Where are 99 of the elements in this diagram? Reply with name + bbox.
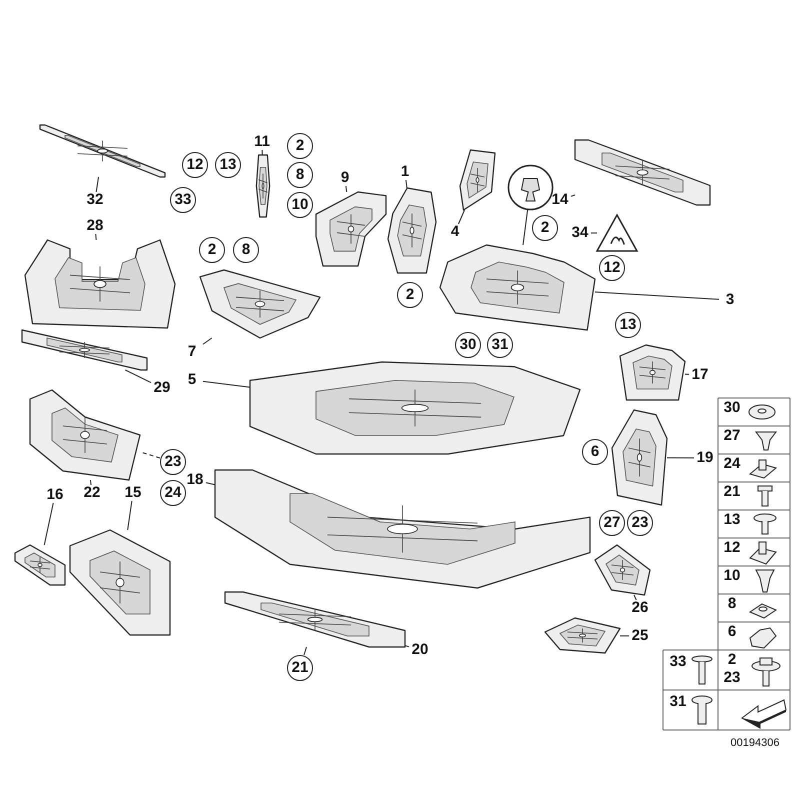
callout-number: 24	[160, 480, 186, 506]
leader-line	[262, 150, 263, 156]
callout-number: 3	[719, 292, 741, 308]
part-number: 12	[722, 540, 742, 556]
part-number: 24	[722, 456, 742, 472]
air-duct-drawing	[29, 389, 141, 481]
air-duct-drawing	[439, 244, 596, 331]
callout-number: 5	[181, 372, 203, 388]
callout-number: 22	[81, 485, 103, 501]
callout-number: 15	[122, 485, 144, 501]
panel-drawing	[69, 529, 171, 636]
part-number: 2	[726, 652, 738, 668]
warning-label-drawing	[596, 213, 638, 252]
callout-number: 18	[184, 472, 206, 488]
leader-line	[96, 176, 100, 192]
bracket-drawing	[619, 344, 686, 401]
leader-line	[684, 374, 690, 375]
callout-number: 13	[215, 152, 241, 178]
callout-number: 9	[334, 170, 356, 186]
callout-number: 14	[549, 192, 571, 208]
callout-number: 19	[694, 450, 716, 466]
callout-number: 2	[397, 282, 423, 308]
part-number: 33	[668, 654, 688, 670]
callout-number: 26	[629, 600, 651, 616]
bracket-drawing	[594, 544, 651, 596]
callout-number: 7	[181, 344, 203, 360]
leader-line	[345, 186, 348, 192]
strip-drawing	[14, 544, 66, 586]
leader-line	[666, 457, 694, 458]
bracket-drawing	[315, 191, 387, 267]
part-number: 23	[722, 670, 742, 686]
callout-number: 29	[151, 380, 173, 396]
callout-number: 34	[569, 225, 591, 241]
clip-detail-drawing	[508, 164, 554, 210]
part-number: 6	[726, 624, 738, 640]
callout-number: 2	[532, 215, 558, 241]
part-number: 30	[722, 400, 742, 416]
part-number: 8	[726, 596, 738, 612]
leader-line	[304, 646, 307, 656]
callout-number: 28	[84, 218, 106, 234]
callout-number: 32	[84, 192, 106, 208]
strip-drawing	[256, 154, 270, 218]
leader-line	[90, 480, 92, 486]
leader-line	[620, 635, 630, 636]
leader-line	[634, 594, 637, 600]
shield-drawing	[199, 269, 321, 339]
panel-drawing	[459, 149, 496, 211]
strip-drawing	[224, 591, 406, 648]
part-number: 27	[722, 428, 742, 444]
callout-number: 17	[689, 367, 711, 383]
callout-number: 8	[287, 162, 313, 188]
leader-line	[206, 482, 216, 486]
leader-line	[522, 210, 528, 246]
leader-line	[405, 180, 408, 188]
leader-line	[590, 232, 598, 234]
drawing-number: 00194306	[730, 736, 780, 750]
callout-number: 33	[170, 187, 196, 213]
callout-number: 10	[287, 192, 313, 218]
callout-number: 2	[287, 133, 313, 159]
leader-line	[458, 210, 466, 224]
leader-line	[594, 292, 720, 300]
leader-line	[202, 338, 212, 345]
callout-number: 12	[182, 152, 208, 178]
leader-line	[95, 234, 97, 240]
leader-line	[570, 194, 576, 197]
leader-line	[404, 645, 410, 648]
callout-number: 2	[199, 237, 225, 263]
callout-number: 23	[160, 449, 186, 475]
part-number: 13	[722, 512, 742, 528]
part-number: 31	[668, 694, 688, 710]
part-number: 21	[722, 484, 742, 500]
leader-line	[124, 370, 152, 384]
callout-number: 23	[627, 510, 653, 536]
callout-number: 16	[44, 487, 66, 503]
callout-number: 25	[629, 628, 651, 644]
callout-number: 4	[444, 224, 466, 240]
callout-number: 20	[409, 642, 431, 658]
callout-number: 6	[582, 439, 608, 465]
air-duct-drawing	[611, 409, 668, 506]
rod-drawing	[39, 124, 166, 178]
bumper-trim-drawing	[214, 469, 591, 589]
callout-number: 1	[394, 164, 416, 180]
strip-drawing	[21, 329, 148, 371]
callout-number: 27	[599, 510, 625, 536]
underbody-panel-drawing	[249, 361, 581, 455]
part-number: 10	[722, 568, 742, 584]
bracket-drawing	[544, 617, 621, 654]
bracket-drawing	[387, 187, 437, 274]
leader-line	[202, 380, 250, 388]
callout-number: 8	[233, 237, 259, 263]
callout-number: 12	[599, 255, 625, 281]
callout-number: 21	[287, 655, 313, 681]
callout-number: 30	[455, 332, 481, 358]
callout-number: 11	[251, 134, 273, 150]
leader-line	[127, 500, 132, 530]
callout-number: 31	[487, 332, 513, 358]
rail-drawing	[574, 139, 711, 206]
leader-line	[44, 502, 54, 546]
callout-number: 13	[615, 312, 641, 338]
